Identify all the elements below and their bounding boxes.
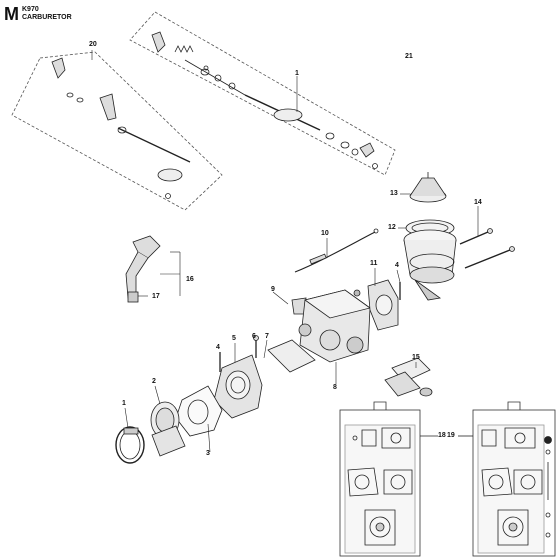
callout-1-top: 1 <box>295 70 299 77</box>
callout-3: 3 <box>206 450 210 457</box>
callout-16: 16 <box>186 276 194 283</box>
choke-lever-bracket <box>125 235 161 303</box>
callout-15: 15 <box>412 354 420 361</box>
throttle-shaft-assembly-box <box>129 11 396 176</box>
leader-lines <box>91 50 479 453</box>
callout-7: 7 <box>265 333 269 340</box>
callout-2: 2 <box>152 378 156 385</box>
flange-gasket <box>175 385 223 437</box>
callout-21: 21 <box>405 53 413 60</box>
callout-14: 14 <box>474 199 482 206</box>
page-title: CARBURETOR <box>22 14 72 21</box>
callout-17: 17 <box>152 293 160 300</box>
intake-manifold <box>213 354 263 419</box>
diaphragm-cone <box>409 172 447 203</box>
callout-13: 13 <box>390 190 398 197</box>
section-letter: M <box>4 4 19 24</box>
cable <box>294 228 379 273</box>
repair-kit-card-18 <box>339 401 438 557</box>
carburetor-body <box>298 289 371 363</box>
carb-mount-bracket <box>367 279 399 331</box>
fuel-hoses <box>384 357 433 397</box>
callout-6: 6 <box>252 333 256 340</box>
callout-5: 5 <box>232 335 236 342</box>
spring-icon <box>174 45 194 53</box>
intake-bellows <box>403 229 457 301</box>
callout-4-right: 4 <box>395 262 399 269</box>
callout-20: 20 <box>89 41 97 48</box>
callout-12: 12 <box>388 224 396 231</box>
callout-19: 19 <box>447 432 455 439</box>
bolt-icon <box>459 228 515 269</box>
callout-18: 18 <box>438 432 446 439</box>
callout-11: 11 <box>370 260 378 267</box>
hose-clamp <box>115 426 145 464</box>
callout-10: 10 <box>321 230 329 237</box>
callout-8: 8 <box>333 384 337 391</box>
carb-gasket <box>267 339 316 373</box>
repair-kit-card-19 <box>458 401 556 557</box>
callout-1: 1 <box>122 400 126 407</box>
choke-shaft-assembly-box <box>11 51 223 211</box>
intake-flange <box>150 401 186 457</box>
callout-4-left: 4 <box>216 344 220 351</box>
callout-9: 9 <box>271 286 275 293</box>
model-name: K970 <box>22 6 39 13</box>
